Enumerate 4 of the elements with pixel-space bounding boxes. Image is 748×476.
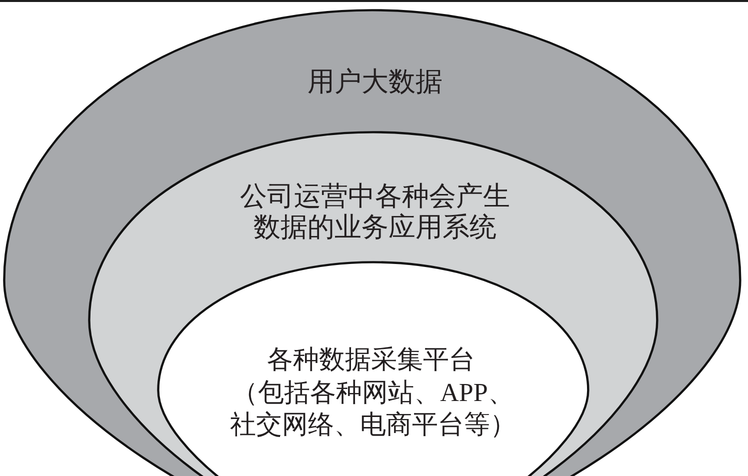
layer-label: 用户大数据 <box>307 66 442 98</box>
layer-label: 公司运营中各种会产生数据的业务应用系统 <box>238 180 511 243</box>
layer-title: 各种数据采集平台 <box>266 345 475 375</box>
layer-note: （包括各种网站、APP、社交网络、电商平台等） <box>228 376 517 441</box>
